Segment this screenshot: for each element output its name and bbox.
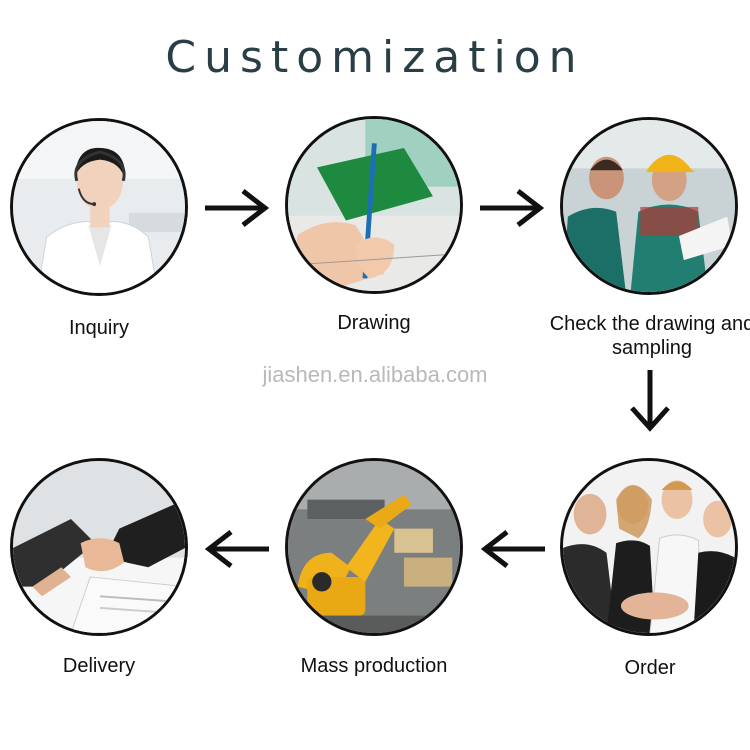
- robot-arms-factory-photo: [285, 458, 463, 636]
- step-label-inquiry: Inquiry: [68, 317, 130, 339]
- watermark: jiashen.en.alibaba.com: [262, 362, 488, 387]
- arrow-right-icon: [205, 189, 269, 227]
- team-hands-photo: [560, 458, 738, 636]
- step-label-order: Order: [624, 657, 676, 679]
- handshake-contract-photo: [10, 458, 188, 636]
- arrow-right-icon: [480, 189, 544, 227]
- workers-checking-photo: [560, 117, 738, 295]
- step-label-delivery: Delivery: [62, 655, 136, 677]
- inquiry-photo: [10, 118, 188, 296]
- arrow-left-icon: [481, 530, 545, 568]
- arrow-left-icon: [205, 530, 269, 568]
- arrow-down-icon: [630, 370, 670, 432]
- step-label-mass-production: Mass production: [300, 655, 448, 677]
- step-label-drawing: Drawing: [337, 312, 411, 334]
- drawing-photo: [285, 116, 463, 294]
- step-label-check: Check the drawing and sampling: [549, 313, 750, 359]
- page-title: Customization: [165, 32, 585, 83]
